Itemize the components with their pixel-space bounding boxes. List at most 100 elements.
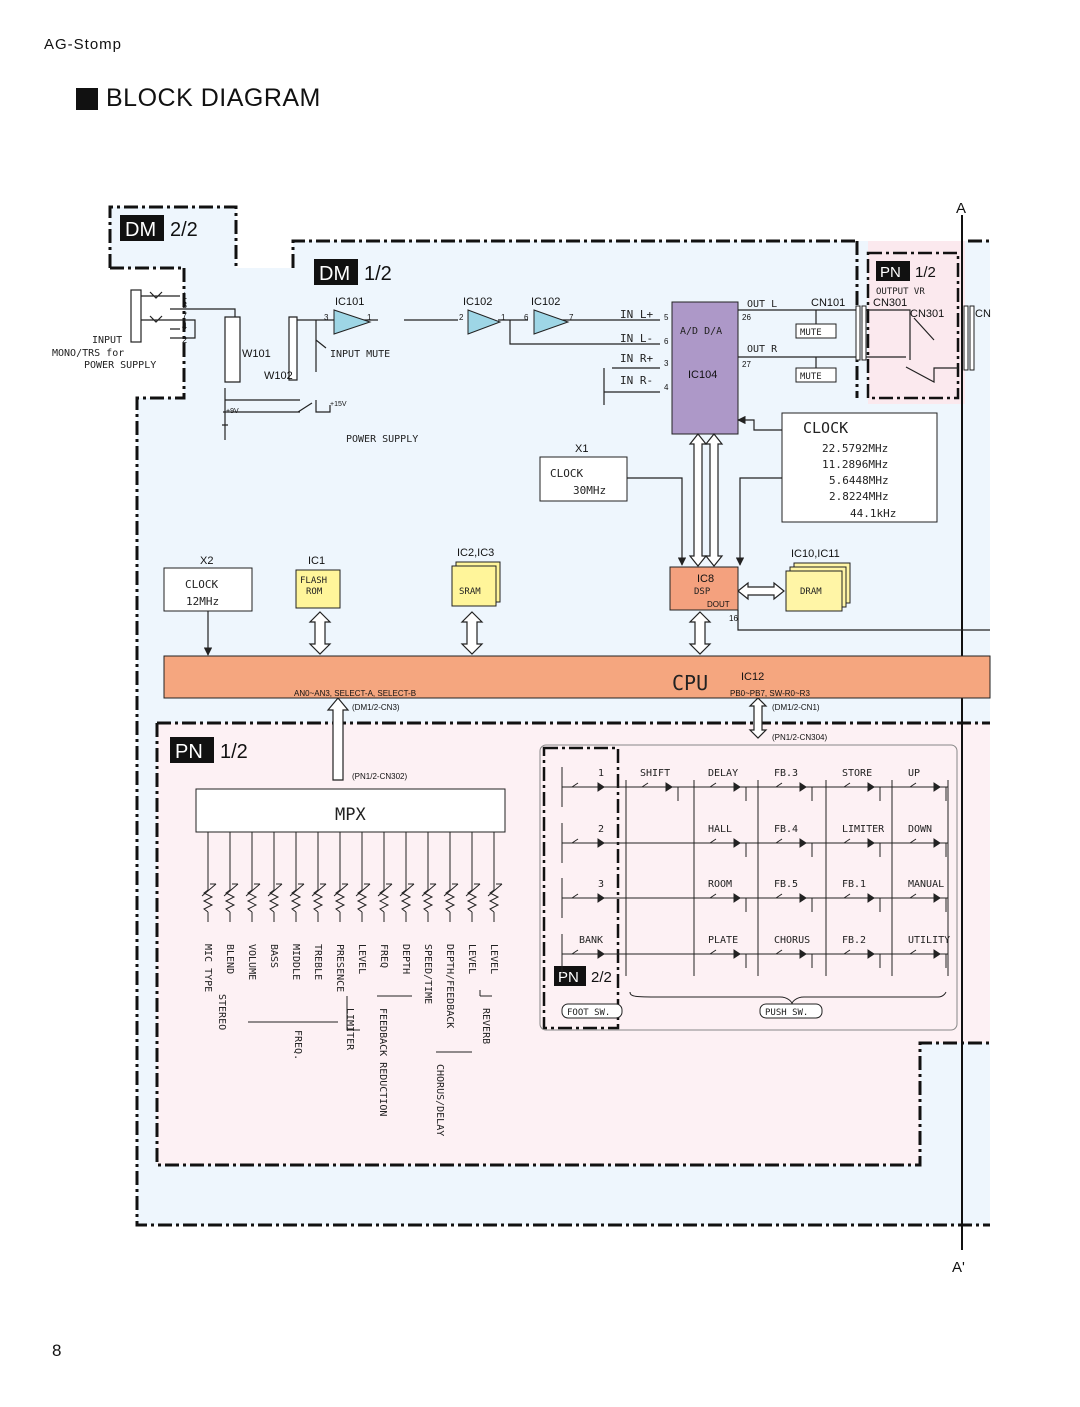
svg-text:IC2,IC3: IC2,IC3	[457, 547, 494, 559]
pn2-part: 2/2	[591, 969, 612, 986]
svg-text:26: 26	[742, 313, 751, 322]
mute-right-box	[795, 367, 837, 383]
title-square-icon	[76, 88, 98, 110]
svg-text:IC101: IC101	[335, 296, 364, 308]
pot-label: MIC TYPE	[202, 944, 213, 992]
push-switch-name: PLATE	[708, 935, 738, 946]
push-switch-name: ROOM	[708, 879, 732, 890]
svg-text:IC1: IC1	[308, 555, 325, 567]
pot-label: BLEND	[224, 944, 235, 974]
push-switch-name: MANUAL	[908, 879, 944, 890]
flash-rom-chip	[295, 569, 341, 609]
push-switch-name: FB.5	[774, 879, 798, 890]
svg-text:MUTE: MUTE	[800, 328, 822, 338]
pot-label: FREQ	[378, 944, 389, 968]
push-switch-name: SHIFT	[640, 768, 670, 779]
svg-text:IC10,IC11: IC10,IC11	[791, 548, 840, 560]
sram-chip	[451, 565, 497, 607]
ic102a-amp	[467, 309, 502, 335]
svg-text:DSP: DSP	[694, 587, 711, 597]
svg-text:CN301: CN301	[873, 297, 907, 309]
pot-label: MIDDLE	[290, 944, 301, 980]
svg-text:12MHz: 12MHz	[186, 595, 219, 608]
svg-text:FLASH: FLASH	[300, 576, 327, 586]
svg-text:3: 3	[664, 359, 669, 368]
svg-text:27: 27	[742, 360, 751, 369]
marker-a: A	[956, 200, 966, 217]
svg-text:PN: PN	[880, 264, 901, 281]
svg-text:IC12: IC12	[741, 671, 764, 683]
svg-text:1: 1	[501, 313, 506, 322]
push-switch-name: LIMITER	[842, 824, 885, 835]
svg-text:5.6448MHz: 5.6448MHz	[829, 474, 889, 487]
svg-text:5: 5	[664, 313, 669, 322]
svg-text:(DM1/2-CN1): (DM1/2-CN1)	[772, 703, 820, 712]
svg-text:CLOCK: CLOCK	[803, 419, 848, 437]
push-switch-name: UP	[908, 768, 920, 779]
svg-text:MONO/TRS for: MONO/TRS for	[52, 348, 124, 359]
pn1-top-part: 1/2	[915, 264, 936, 281]
svg-text:MPX: MPX	[335, 805, 366, 825]
svg-text:OUT L: OUT L	[747, 299, 777, 310]
pot-group-label: FREQ.	[292, 1030, 303, 1060]
pot-label: LEVEL	[466, 944, 477, 974]
push-switch-name: HALL	[708, 824, 732, 835]
pot-group-label: FEEDBACK REDUCTION	[377, 1008, 388, 1116]
svg-text:PUSH SW.: PUSH SW.	[765, 1008, 808, 1018]
svg-text:CLOCK: CLOCK	[185, 578, 218, 591]
svg-text:IC102: IC102	[531, 296, 560, 308]
svg-text:16: 16	[729, 614, 738, 623]
mute-left-box	[795, 323, 837, 339]
master-clock-box	[781, 412, 938, 523]
pot-label: DEPTH	[400, 944, 411, 974]
svg-text:7: 7	[182, 311, 187, 321]
svg-text:44.1kHz: 44.1kHz	[850, 507, 896, 520]
input-jack	[130, 289, 330, 440]
svg-text:CLOCK: CLOCK	[550, 467, 583, 480]
pot-label: BASS	[268, 944, 279, 968]
input-mute-label: INPUT MUTE	[330, 349, 390, 360]
svg-text:IN R-: IN R-	[620, 374, 653, 387]
svg-text:(PN1/2-CN302): (PN1/2-CN302)	[352, 772, 407, 781]
push-switch-name: FB.1	[842, 879, 866, 890]
svg-text:2: 2	[182, 335, 187, 345]
svg-text:IN L-: IN L-	[620, 332, 653, 345]
push-switch-name: FB.2	[842, 935, 866, 946]
page-number: 8	[52, 1341, 62, 1360]
svg-text:DRAM: DRAM	[800, 587, 822, 597]
svg-text:CN301: CN301	[910, 308, 944, 320]
svg-text:6: 6	[664, 337, 669, 346]
pot-label: LEVEL	[356, 944, 367, 974]
svg-text:DM: DM	[319, 263, 350, 285]
clock-12mhz-box	[163, 567, 253, 612]
svg-text:IN R+: IN R+	[620, 352, 653, 365]
dm2-tag	[120, 215, 164, 241]
output-vr-label: OUTPUT VR	[876, 287, 925, 297]
foot-switch-name: 1	[598, 768, 604, 779]
cn101-label: CN101	[811, 297, 845, 309]
svg-text:X2: X2	[200, 555, 213, 567]
svg-text:6: 6	[524, 313, 529, 322]
pot-group-label: STEREO	[216, 994, 227, 1030]
svg-text:IC102: IC102	[463, 296, 492, 308]
dram-chip	[785, 570, 843, 612]
pot-label: PRESENCE	[334, 944, 345, 992]
svg-text:DM: DM	[125, 219, 156, 241]
push-switch-name: FB.3	[774, 768, 798, 779]
foot-switch-name: BANK	[579, 935, 603, 946]
svg-text:3: 3	[324, 313, 329, 322]
w102-label: W102	[264, 370, 293, 382]
push-switch-name: STORE	[842, 768, 872, 779]
pot-connections	[201, 832, 503, 922]
dm2-part: 2/2	[170, 219, 198, 241]
svg-text:(PN1/2-CN304): (PN1/2-CN304)	[772, 733, 827, 742]
svg-text:MUTE: MUTE	[800, 372, 822, 382]
push-switch-name: DELAY	[708, 768, 738, 779]
dm1-part: 1/2	[364, 263, 392, 285]
power-supply-label: POWER SUPPLY	[346, 434, 418, 445]
svg-text:IN L+: IN L+	[620, 308, 653, 321]
svg-text:3: 3	[182, 300, 187, 310]
push-switch-name: FB.4	[774, 824, 798, 835]
foot-switch-name: 2	[598, 824, 604, 835]
svg-text:7: 7	[569, 313, 574, 322]
